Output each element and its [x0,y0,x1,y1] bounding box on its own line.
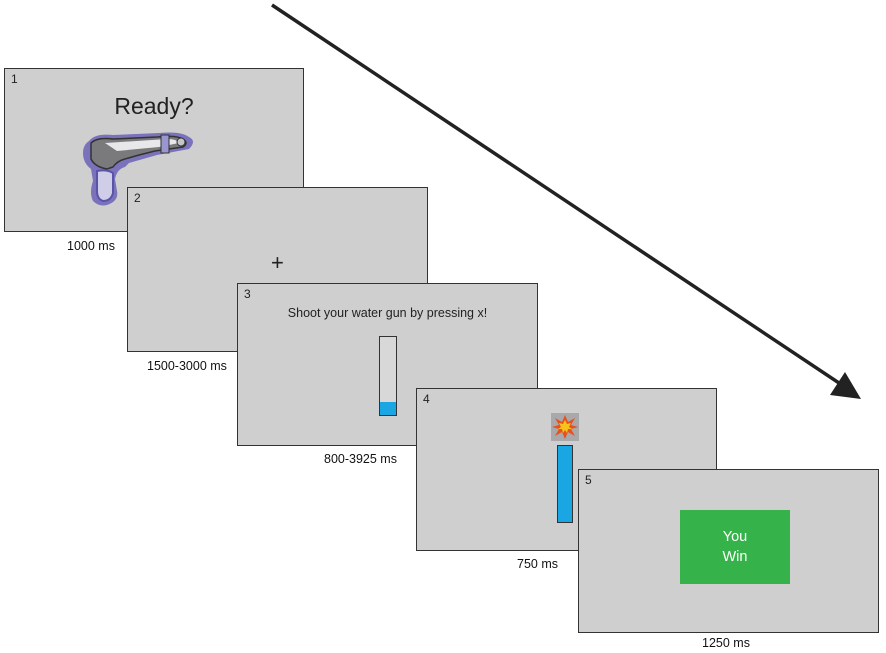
screen-duration: 800-3925 ms [324,452,397,466]
screen-shoot: 3 Shoot your water gun by pressing x! 80… [237,283,538,466]
screen-number: 5 [585,473,592,487]
water-meter-full [557,445,573,523]
explosion-icon [551,413,579,441]
ready-prompt: Ready? [114,93,194,119]
screen-duration: 750 ms [517,557,558,571]
screen-duration: 1250 ms [702,636,750,650]
water-meter-fill [380,401,396,415]
screen-number: 4 [423,392,430,406]
win-line-2: Win [722,549,748,565]
screen-number: 3 [244,287,251,301]
fixation-cross: + [271,250,284,275]
screen-number: 1 [11,72,18,86]
screen-win: 5 You Win 1250 ms [578,469,879,650]
win-message: You Win [680,510,790,584]
screen-duration: 1500-3000 ms [147,359,227,373]
screen-duration: 1000 ms [67,239,115,253]
water-gun-icon [83,132,193,206]
screen-number: 2 [134,191,141,205]
win-line-1: You [722,529,748,545]
shoot-instruction: Shoot your water gun by pressing x! [287,306,488,320]
water-meter [379,336,397,416]
screen-ready: 1 Ready? 1000 ms [4,68,304,253]
